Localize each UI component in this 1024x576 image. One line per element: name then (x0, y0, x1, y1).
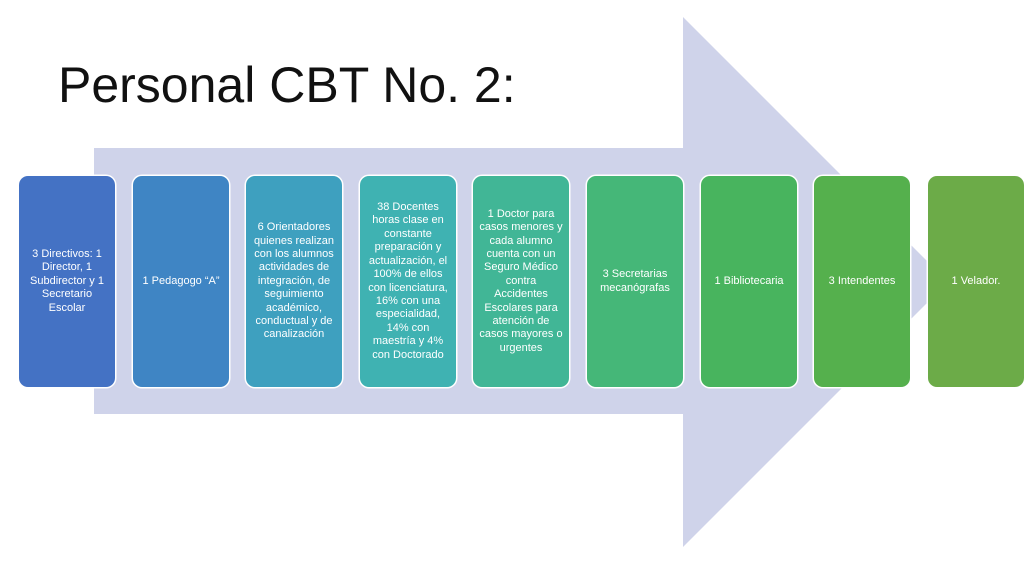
step-label: 6 Orientadores quienes realizan con los … (253, 221, 335, 341)
step-label: 1 Velador. (951, 274, 1001, 287)
step-box-8: 3 Intendentes (814, 176, 910, 387)
step-box-3: 6 Orientadores quienes realizan con los … (246, 176, 342, 387)
step-box-2: 1 Pedagogo “A” (133, 176, 229, 387)
step-label: 1 Doctor para casos menores y cada alumn… (479, 207, 563, 354)
step-label: 3 Secretarias mecanógrafas (600, 268, 670, 294)
step-box-6: 3 Secretarias mecanógrafas (587, 176, 683, 387)
step-label: 3 Directivos: 1 Director, 1 Subdirector … (30, 247, 104, 314)
step-box-5: 1 Doctor para casos menores y cada alumn… (473, 176, 569, 387)
step-box-1: 3 Directivos: 1 Director, 1 Subdirector … (19, 176, 115, 387)
step-box-4: 38 Docentes horas clase en constante pre… (360, 176, 456, 387)
step-label: 1 Bibliotecaria (714, 274, 784, 287)
step-label: 38 Docentes horas clase en constante pre… (368, 201, 448, 361)
step-label: 1 Pedagogo “A” (142, 274, 220, 287)
page-title: Personal CBT No. 2: (58, 57, 516, 113)
step-box-7: 1 Bibliotecaria (701, 176, 797, 387)
step-label: 3 Intendentes (828, 274, 896, 287)
step-box-9: 1 Velador. (928, 176, 1024, 387)
